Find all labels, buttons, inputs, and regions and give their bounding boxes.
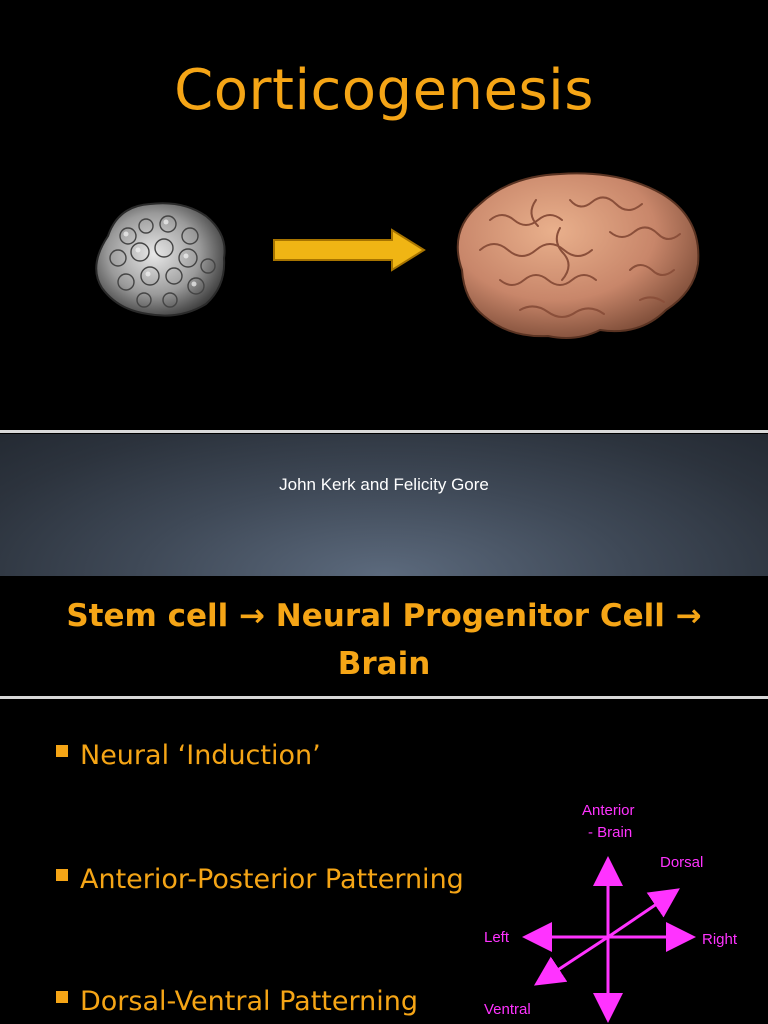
slide-heading-line1: Stem cell → Neural Progenitor Cell → (66, 598, 702, 634)
label-anterior-brain: - Brain (588, 824, 633, 841)
bullet-text: Anterior-Posterior Patterning (80, 864, 464, 895)
bullet-item: Neural ‘Induction’ (56, 740, 321, 771)
bullet-square-icon (56, 745, 68, 757)
diagonal-axis-down (533, 935, 609, 986)
divider-bottom (0, 696, 768, 699)
bullet-square-icon (56, 869, 68, 881)
brain-image (456, 172, 700, 339)
label-dorsal: Dorsal (660, 854, 704, 871)
label-anterior: Anterior (582, 802, 635, 819)
bullet-text: Dorsal-Ventral Patterning (80, 986, 418, 1017)
bullet-item: Dorsal-Ventral Patterning (56, 986, 418, 1017)
title-slide: Corticogenesis (0, 0, 768, 430)
right-arrow-icon (273, 228, 426, 272)
slide-heading-line2: Brain (337, 646, 431, 682)
stem-cell-image (95, 202, 226, 317)
axes-diagram (522, 856, 696, 1023)
label-ventral: Ventral (484, 1001, 531, 1018)
bullet-square-icon (56, 991, 68, 1003)
author-names: John Kerk and Felicity Gore (279, 475, 489, 494)
author-band (0, 434, 768, 576)
content-slide (0, 576, 768, 1024)
label-right: Right (702, 931, 738, 948)
label-left: Left (484, 929, 510, 946)
divider-top (0, 430, 768, 433)
bullet-item: Anterior-Posterior Patterning (56, 864, 464, 895)
slide-title: Corticogenesis (174, 58, 594, 123)
bullet-text: Neural ‘Induction’ (80, 740, 321, 771)
diagonal-axis-up (607, 888, 680, 939)
